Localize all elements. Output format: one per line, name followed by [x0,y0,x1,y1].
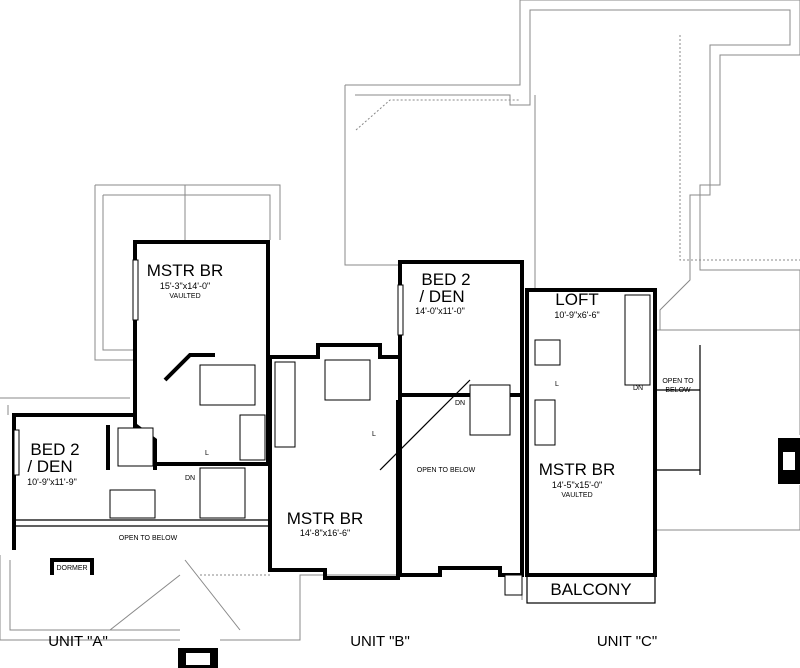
unit-b-walls [268,260,524,596]
unit-a-mstr-br-label: MSTR BR [147,261,224,280]
unit-a-bed2-size: 10'-9"x11'-9" [27,477,77,487]
unit-a-caption: UNIT "A" [48,633,108,650]
unit-c-loft-size: 10'-9"x6'-6" [554,310,599,320]
unit-c-balcony-label: BALCONY [550,580,631,599]
unit-c-open-to-below-1: OPEN TO [662,378,694,385]
unit-b-mstr-br-label: MSTR BR [287,509,364,528]
unit-c-mstr-br-note: VAULTED [561,492,592,499]
unit-c-loft-label: LOFT [555,290,598,309]
unit-a-stairs-dn: DN [185,475,195,482]
unit-a-dormer: DORMER [56,565,87,572]
unit-c-walls [525,288,701,604]
unit-b-open-to-below: OPEN TO BELOW [417,467,476,474]
unit-b-caption: UNIT "B" [350,633,410,650]
unit-a-mstr-br-note: VAULTED [169,293,200,300]
unit-a-mstr-br-size: 15'-3"x14'-0" [160,281,210,291]
unit-a-linen: L [205,450,209,457]
unit-b-linen: L [372,431,376,438]
unit-c-linen: L [555,381,559,388]
unit-b-bed2-label-2: / DEN [419,287,464,306]
unit-b-stairs-dn: DN [455,400,465,407]
unit-a-walls [12,240,270,575]
unit-b-bed2-label-1: BED 2 [421,270,470,289]
unit-b-mstr-br-size: 14'-8"x16'-6" [300,528,350,538]
unit-c-open-to-below-2: BELOW [665,387,691,394]
unit-c-caption: UNIT "C" [597,633,657,650]
unit-a-bed2-label-2: / DEN [27,457,72,476]
roof-outlines [0,0,800,641]
unit-c-mstr-br-label: MSTR BR [539,460,616,479]
chimneys [178,438,800,668]
unit-c-mstr-br-size: 14'-5"x15'-0" [552,480,602,490]
unit-a-bed2-label-1: BED 2 [30,440,79,459]
unit-b-bed2-size: 14'-0"x11'-0" [415,306,465,316]
unit-c-stairs-dn: DN [633,385,643,392]
unit-a-open-to-below: OPEN TO BELOW [119,535,178,542]
